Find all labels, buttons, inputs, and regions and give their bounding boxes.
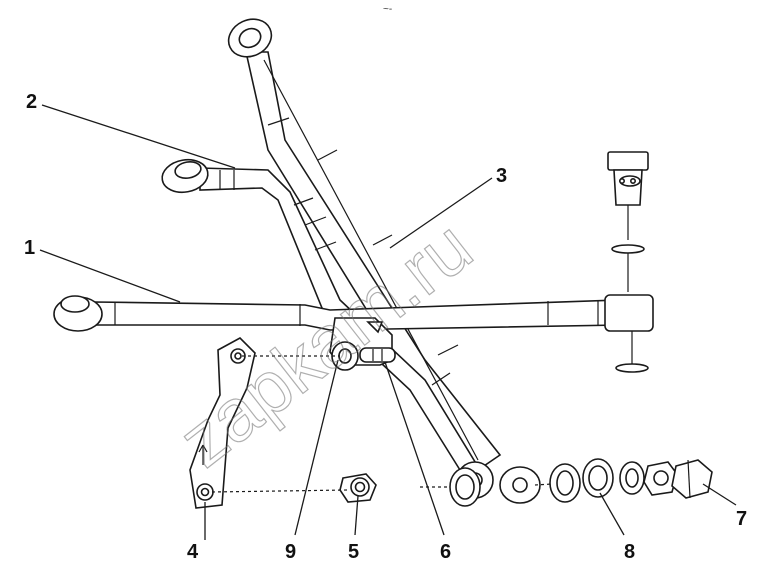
bracket-4 <box>189 337 256 509</box>
callout-4: 4 <box>187 541 199 563</box>
clamp-assembly <box>329 317 396 371</box>
callouts: 1 2 3 4 5 6 7 8 9 <box>24 91 747 563</box>
plugs-7 <box>643 459 713 499</box>
callout-1: 1 <box>24 237 35 259</box>
callout-6: 6 <box>440 541 451 563</box>
callout-8: 8 <box>624 541 635 563</box>
top-mark: ~- <box>383 4 392 15</box>
pipe-1 <box>53 294 654 373</box>
callout-9: 9 <box>285 541 296 563</box>
banjo-bolt <box>607 151 649 292</box>
alignment-lines <box>211 355 553 493</box>
callout-leaders <box>39 104 737 540</box>
callout-5: 5 <box>348 541 359 563</box>
pipe-3 <box>227 18 541 504</box>
washers-8 <box>449 458 645 507</box>
callout-3: 3 <box>496 165 507 187</box>
callout-2: 2 <box>26 91 37 113</box>
callout-7: 7 <box>736 508 747 530</box>
